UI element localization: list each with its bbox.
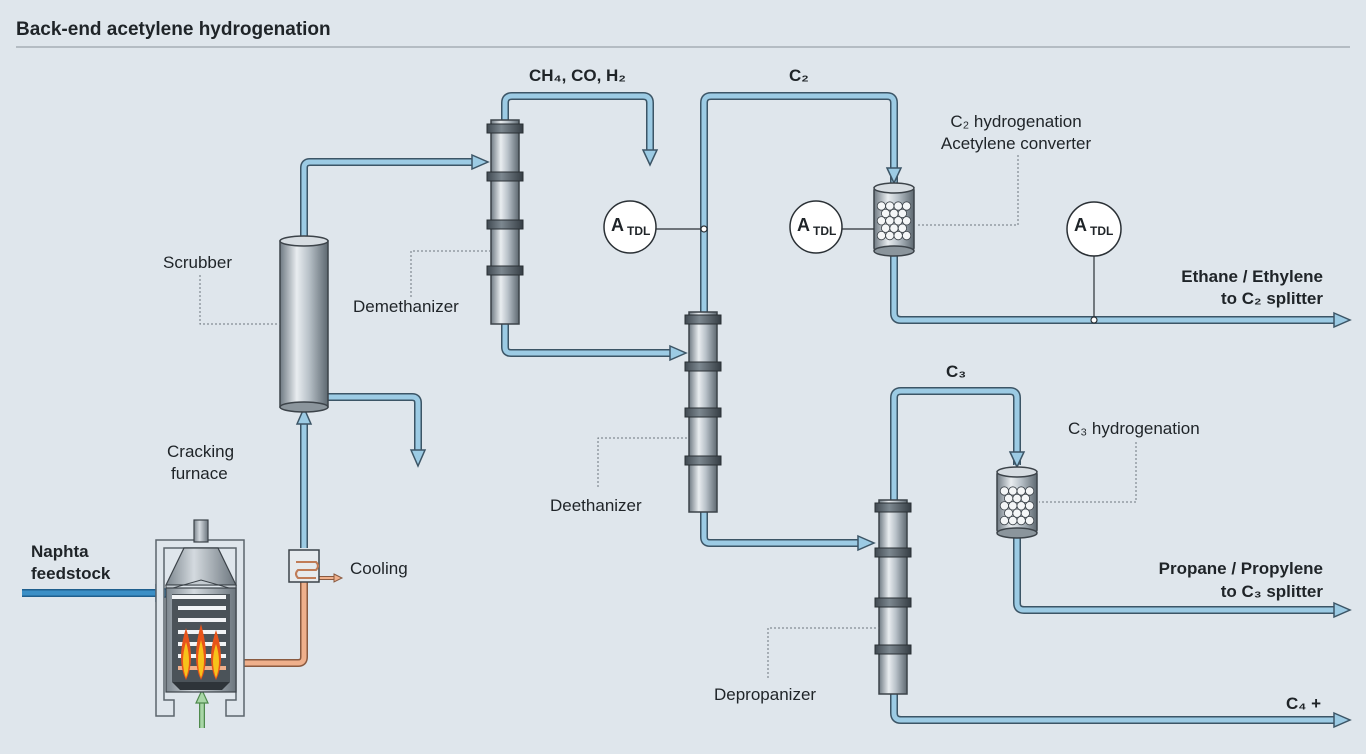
c2-hydrogenation-label-2: Acetylene converter: [941, 134, 1092, 153]
cooling-label: Cooling: [350, 559, 408, 578]
arrow-ch4-out: [641, 149, 659, 167]
analyzer-letter: A: [611, 215, 624, 235]
analyzer-sub: TDL: [627, 224, 650, 238]
pipe-c4-out: [890, 694, 1340, 724]
pipe-ethane-out: [890, 254, 1340, 324]
deethanizer-column: [684, 311, 722, 513]
pipe-demethanizer-to-deethanizer: [501, 324, 676, 357]
analyzer-icon: A TDL: [1066, 201, 1122, 257]
ethane-label-2: to C₂ splitter: [1221, 289, 1323, 308]
heat-exchanger-icon: [288, 549, 320, 583]
analyzer-taps: [700, 225, 1098, 324]
c3-label: C₃: [946, 362, 966, 381]
propane-label-1: Propane / Propylene: [1159, 559, 1323, 578]
depropanizer-column: [874, 499, 912, 695]
flames: [181, 624, 221, 680]
analyzer-sub: TDL: [1090, 224, 1113, 238]
arrow-into-c3-reactor: [1008, 451, 1026, 469]
c3-reactor: [996, 466, 1038, 539]
catalyst-reactor-icon: [876, 201, 912, 241]
analyzer-letter: A: [1074, 215, 1087, 235]
naphta-label-2: feedstock: [31, 564, 111, 583]
analyzer-sub: TDL: [813, 224, 836, 238]
propane-label-2: to C₃ splitter: [1221, 582, 1324, 601]
analyzer-icon: A TDL: [789, 200, 843, 254]
analyzer-connectors: [656, 228, 1095, 320]
flow-arrows: [295, 149, 1352, 729]
catalyst-reactor-icon: [999, 486, 1035, 526]
pipe-demethanizer-top: [501, 92, 654, 152]
arrow-into-demethanizer: [471, 153, 490, 171]
air-inlet-arrow: [195, 688, 209, 728]
demethanizer-column: [486, 119, 524, 325]
pipe-deethanizer-to-depropanizer: [700, 512, 864, 547]
c2-hydrogenation-label-1: C₂ hydrogenation: [950, 112, 1081, 131]
arrow-c4-out: [1333, 711, 1352, 729]
c3-hydrogenation-label: C₃ hydrogenation: [1068, 419, 1200, 438]
analyzer-letter: A: [797, 215, 810, 235]
pipe-scrubber-bottom-out: [328, 393, 422, 452]
ch4-co-h2-label: CH₄, CO, H₂: [529, 66, 626, 85]
cracking-furnace-label-1: Cracking: [167, 442, 234, 461]
ethane-label-1: Ethane / Ethylene: [1181, 267, 1323, 286]
arrow-ethane-out: [1333, 311, 1352, 329]
pipe-scrubber-to-demethanizer: [300, 158, 478, 238]
arrow-propane-out: [1333, 601, 1352, 619]
arrow-into-deethanizer: [669, 344, 688, 362]
demethanizer-label: Demethanizer: [353, 297, 459, 316]
depropanizer-label: Depropanizer: [714, 685, 816, 704]
scrubber-vessel: [279, 235, 329, 413]
page-title: Back-end acetylene hydrogenation: [16, 19, 331, 40]
naphta-label-1: Naphta: [31, 542, 89, 561]
cracking-furnace-icon: [155, 519, 245, 717]
arrow-into-c2-reactor: [885, 167, 903, 185]
pipe-deethanizer-top: [700, 92, 898, 312]
cracking-furnace-label-2: furnace: [171, 464, 228, 483]
deethanizer-label: Deethanizer: [550, 496, 642, 515]
arrow-scrubber-out: [409, 449, 427, 468]
c2-reactor: [873, 182, 915, 257]
naphta-feed-arrow: [22, 583, 176, 603]
analyzer-icon: A TDL: [603, 200, 657, 254]
pipes: [220, 92, 1340, 724]
arrow-into-scrubber: [295, 406, 313, 425]
leader-lines: [199, 155, 1137, 678]
c4-label: C₄ +: [1286, 694, 1321, 713]
c2-label: C₂: [789, 66, 809, 85]
scrubber-label: Scrubber: [163, 253, 232, 272]
arrow-into-depropanizer: [857, 534, 876, 552]
